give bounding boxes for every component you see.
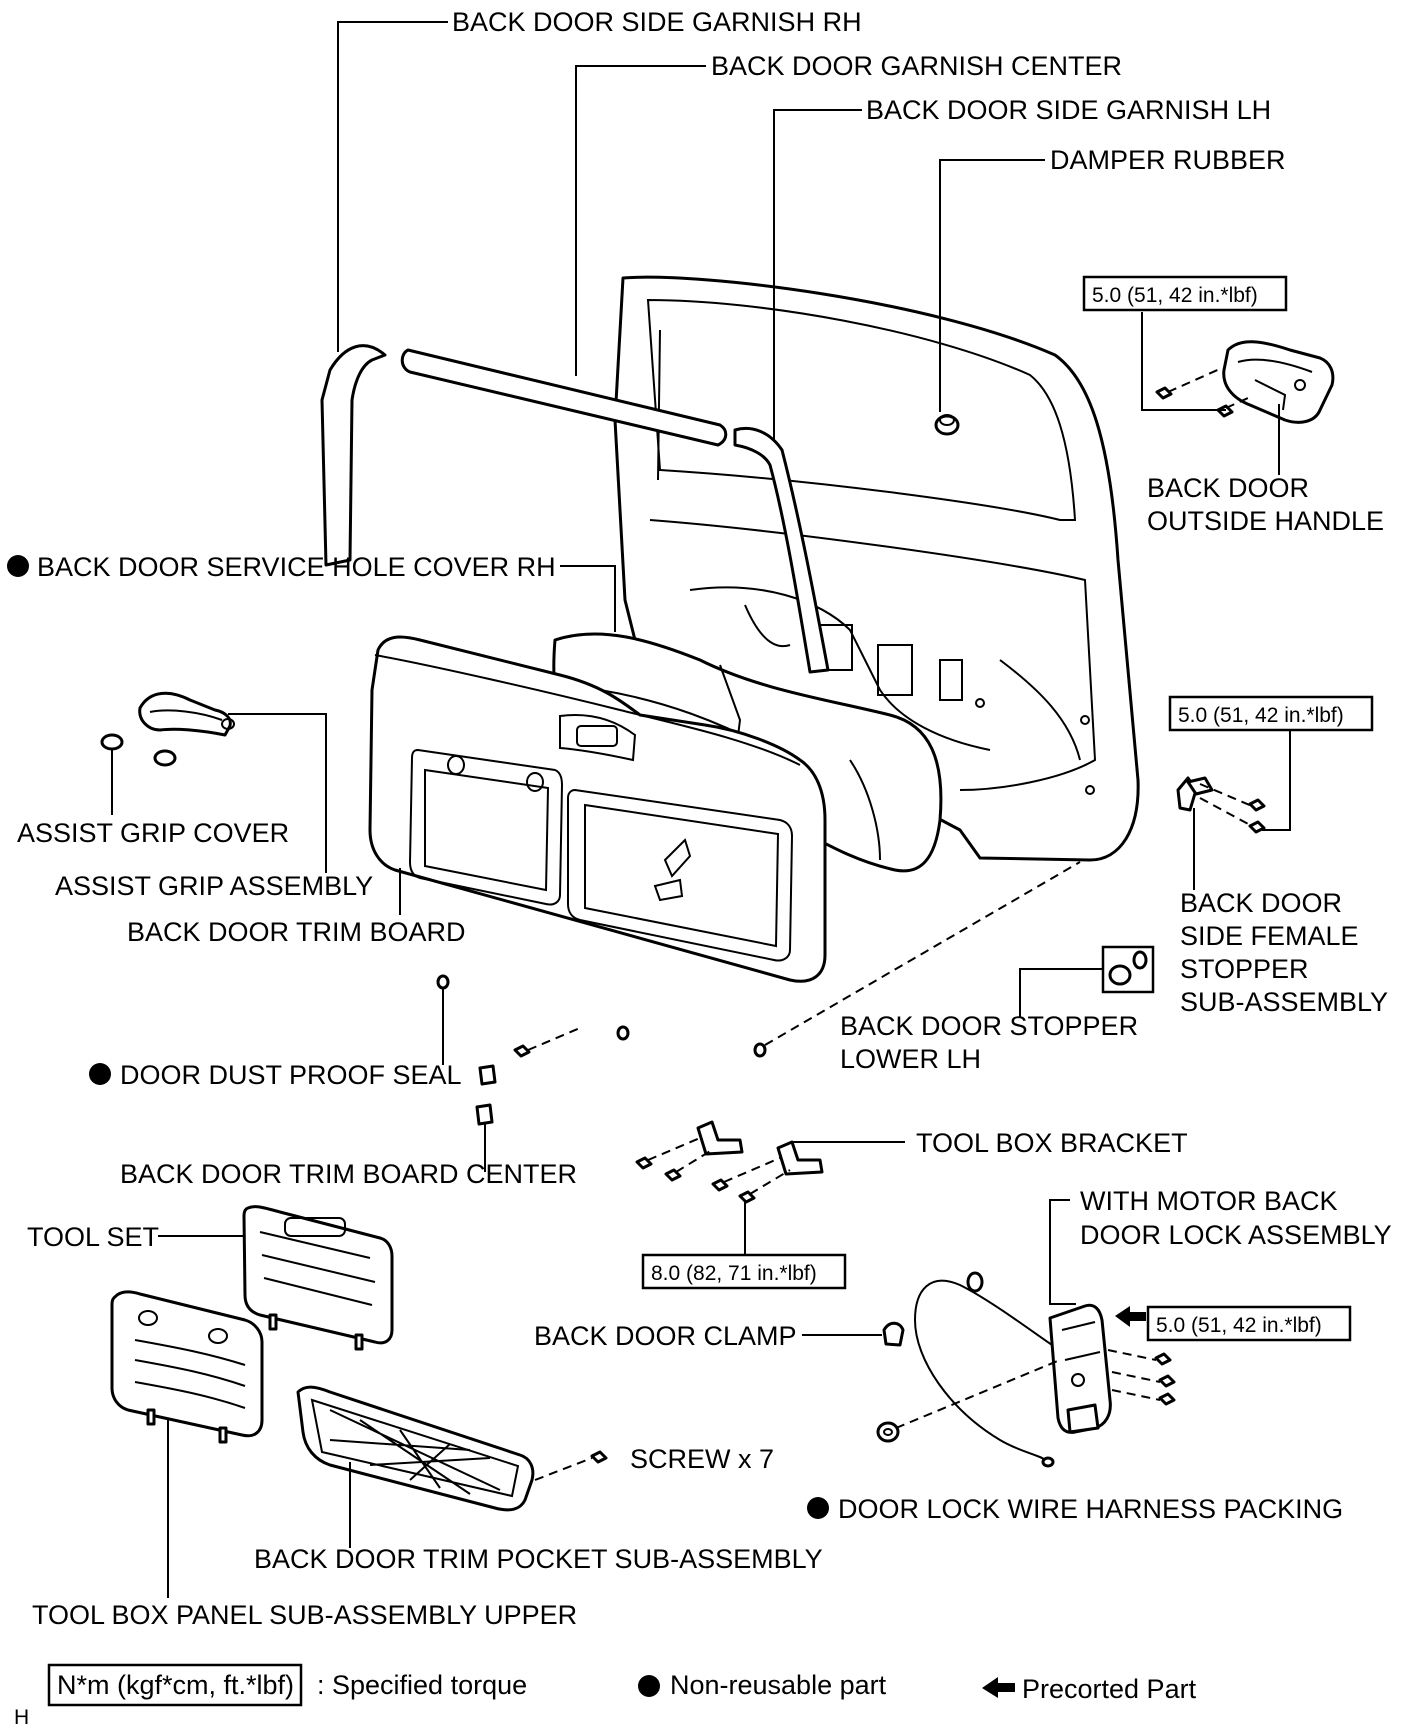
label-female-stopper-3: STOPPER bbox=[1180, 954, 1309, 984]
side-female-stopper-part bbox=[1176, 776, 1266, 834]
back-door-garnish-center-part bbox=[400, 348, 728, 447]
label-female-stopper-1: BACK DOOR bbox=[1180, 888, 1342, 918]
label-outside-handle-2: OUTSIDE HANDLE bbox=[1147, 506, 1384, 536]
label-tool-box-panel-upper: TOOL BOX PANEL SUB-ASSEMBLY UPPER bbox=[32, 1600, 577, 1630]
back-door-side-garnish-lh-part bbox=[733, 426, 830, 674]
torque-outside-handle: 5.0 (51, 42 in.*lbf) bbox=[1082, 275, 1288, 312]
door-dust-proof-seal-part bbox=[478, 1064, 497, 1086]
small-clips bbox=[436, 974, 767, 1058]
label-assist-grip-cover: ASSIST GRIP COVER bbox=[17, 818, 289, 848]
label-side-garnish-rh: BACK DOOR SIDE GARNISH RH bbox=[452, 7, 862, 37]
torque-door-lock: 5.0 (51, 42 in.*lbf) bbox=[1146, 1305, 1352, 1342]
label-door-lock-1: WITH MOTOR BACK bbox=[1080, 1186, 1338, 1216]
tool-box-panel-part bbox=[110, 1290, 264, 1444]
non-reusable-dot-icon bbox=[7, 555, 29, 577]
torque-outside-handle-text: 5.0 (51, 42 in.*lbf) bbox=[1092, 284, 1258, 307]
back-door-stopper-lower-lh-part bbox=[1101, 945, 1155, 994]
legend-non-reusable-dot-icon bbox=[638, 1675, 660, 1697]
back-door-trim-board-part bbox=[368, 635, 827, 983]
assist-grip-part bbox=[100, 691, 235, 767]
label-tool-set: TOOL SET bbox=[27, 1222, 159, 1252]
label-assist-grip-assembly: ASSIST GRIP ASSEMBLY bbox=[55, 871, 373, 901]
label-female-stopper-2: SIDE FEMALE bbox=[1180, 921, 1359, 951]
tool-set-part bbox=[242, 1205, 394, 1351]
damper-rubber-part bbox=[934, 414, 960, 436]
torque-tool-box-bracket-text: 8.0 (82, 71 in.*lbf) bbox=[651, 1262, 817, 1285]
torque-door-lock-text: 5.0 (51, 42 in.*lbf) bbox=[1156, 1314, 1322, 1337]
legend-precoated: Precorted Part bbox=[1022, 1674, 1197, 1704]
legend-precoated-arrow-icon bbox=[982, 1677, 1015, 1698]
label-door-dust-proof-seal: DOOR DUST PROOF SEAL bbox=[120, 1060, 462, 1090]
label-back-door-clamp: BACK DOOR CLAMP bbox=[534, 1321, 797, 1351]
label-trim-board-center: BACK DOOR TRIM BOARD CENTER bbox=[120, 1159, 577, 1189]
tool-box-bracket-part bbox=[635, 1120, 824, 1204]
label-outside-handle-1: BACK DOOR bbox=[1147, 473, 1309, 503]
label-garnish-center: BACK DOOR GARNISH CENTER bbox=[711, 51, 1122, 81]
label-trim-board: BACK DOOR TRIM BOARD bbox=[127, 917, 466, 947]
outside-handle-part bbox=[1155, 340, 1335, 424]
label-side-garnish-lh: BACK DOOR SIDE GARNISH LH bbox=[866, 95, 1271, 125]
legend: N*m (kgf*cm, ft.*lbf) : Specified torque… bbox=[14, 1663, 1197, 1729]
label-wire-harness-packing: DOOR LOCK WIRE HARNESS PACKING bbox=[838, 1494, 1343, 1524]
label-door-lock-2: DOOR LOCK ASSEMBLY bbox=[1080, 1220, 1392, 1250]
label-trim-pocket: BACK DOOR TRIM POCKET SUB-ASSEMBLY bbox=[254, 1544, 823, 1574]
trim-pocket-part bbox=[296, 1385, 608, 1512]
label-service-hole-cover-rh: BACK DOOR SERVICE HOLE COVER RH bbox=[37, 552, 556, 582]
label-screw-x7: SCREW x 7 bbox=[630, 1444, 774, 1474]
leader-lines bbox=[111, 21, 1291, 1598]
torque-female-stopper: 5.0 (51, 42 in.*lbf) bbox=[1168, 695, 1374, 732]
trim-board-center-part bbox=[475, 1103, 494, 1126]
legend-torque-desc: : Specified torque bbox=[317, 1670, 527, 1700]
precoated-arrow-icon bbox=[1115, 1306, 1146, 1327]
label-stopper-lower-lh-2: LOWER LH bbox=[840, 1044, 981, 1074]
door-lock-part bbox=[876, 1271, 1176, 1468]
legend-non-reusable: Non-reusable part bbox=[670, 1670, 887, 1700]
torque-tool-box-bracket: 8.0 (82, 71 in.*lbf) bbox=[641, 1253, 847, 1290]
label-damper-rubber: DAMPER RUBBER bbox=[1050, 145, 1286, 175]
legend-torque-unit: N*m (kgf*cm, ft.*lbf) bbox=[57, 1670, 294, 1700]
dashed-assembly-lines bbox=[527, 367, 1253, 1481]
torque-female-stopper-text: 5.0 (51, 42 in.*lbf) bbox=[1178, 704, 1344, 727]
non-reusable-dot-icon bbox=[89, 1063, 111, 1085]
corner-mark: H bbox=[14, 1706, 29, 1729]
label-female-stopper-4: SUB-ASSEMBLY bbox=[1180, 987, 1388, 1017]
label-stopper-lower-lh-1: BACK DOOR STOPPER bbox=[840, 1011, 1138, 1041]
label-tool-box-bracket: TOOL BOX BRACKET bbox=[916, 1128, 1188, 1158]
non-reusable-dot-icon bbox=[807, 1497, 829, 1519]
back-door-side-garnish-rh-part bbox=[320, 344, 387, 567]
